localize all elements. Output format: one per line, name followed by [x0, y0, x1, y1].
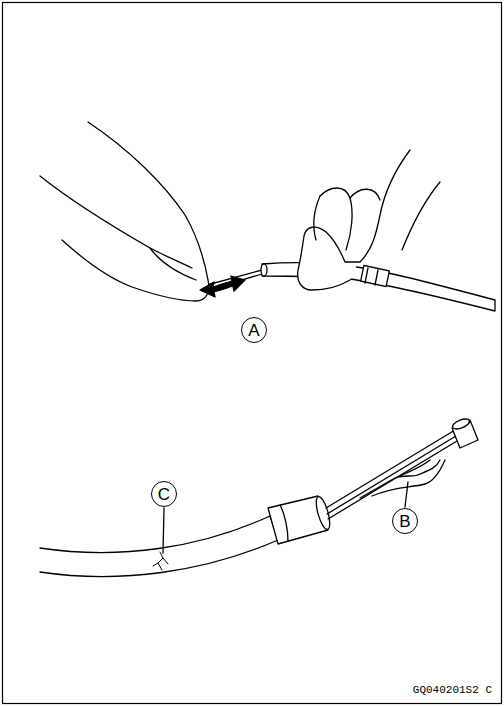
right-hand-finger	[320, 188, 352, 250]
arrow-right	[219, 276, 245, 291]
nut-edge	[375, 270, 378, 285]
leader-line	[163, 508, 164, 553]
left-hand-finger	[40, 176, 192, 268]
callout-letter: C	[151, 481, 177, 507]
wire-strand	[326, 430, 455, 508]
wire-strand	[328, 441, 457, 519]
outer-cable	[40, 516, 278, 577]
right-hand-finger	[314, 196, 320, 240]
frame	[3, 3, 502, 704]
nut-edge	[365, 268, 368, 283]
cable-end	[261, 264, 267, 276]
right-hand-finger	[350, 189, 380, 200]
ferrule-edge	[280, 505, 288, 541]
broken-strand	[360, 460, 440, 498]
leader-line	[405, 482, 408, 507]
callout-letter: A	[241, 317, 267, 343]
right-hand	[298, 150, 410, 290]
wire-strand	[327, 436, 456, 514]
left-hand	[62, 122, 209, 301]
broken-strand	[400, 460, 430, 476]
figure-code: GQ040201S2 C	[413, 684, 492, 696]
adjuster-nut	[361, 265, 390, 286]
callout-letter: B	[392, 508, 418, 534]
crack	[153, 552, 168, 570]
nipple-top	[451, 417, 471, 431]
left-hand-thumb	[150, 248, 196, 280]
right-hand-wrist	[402, 182, 440, 250]
broken-strand	[372, 460, 445, 496]
outer-cable	[262, 263, 495, 311]
